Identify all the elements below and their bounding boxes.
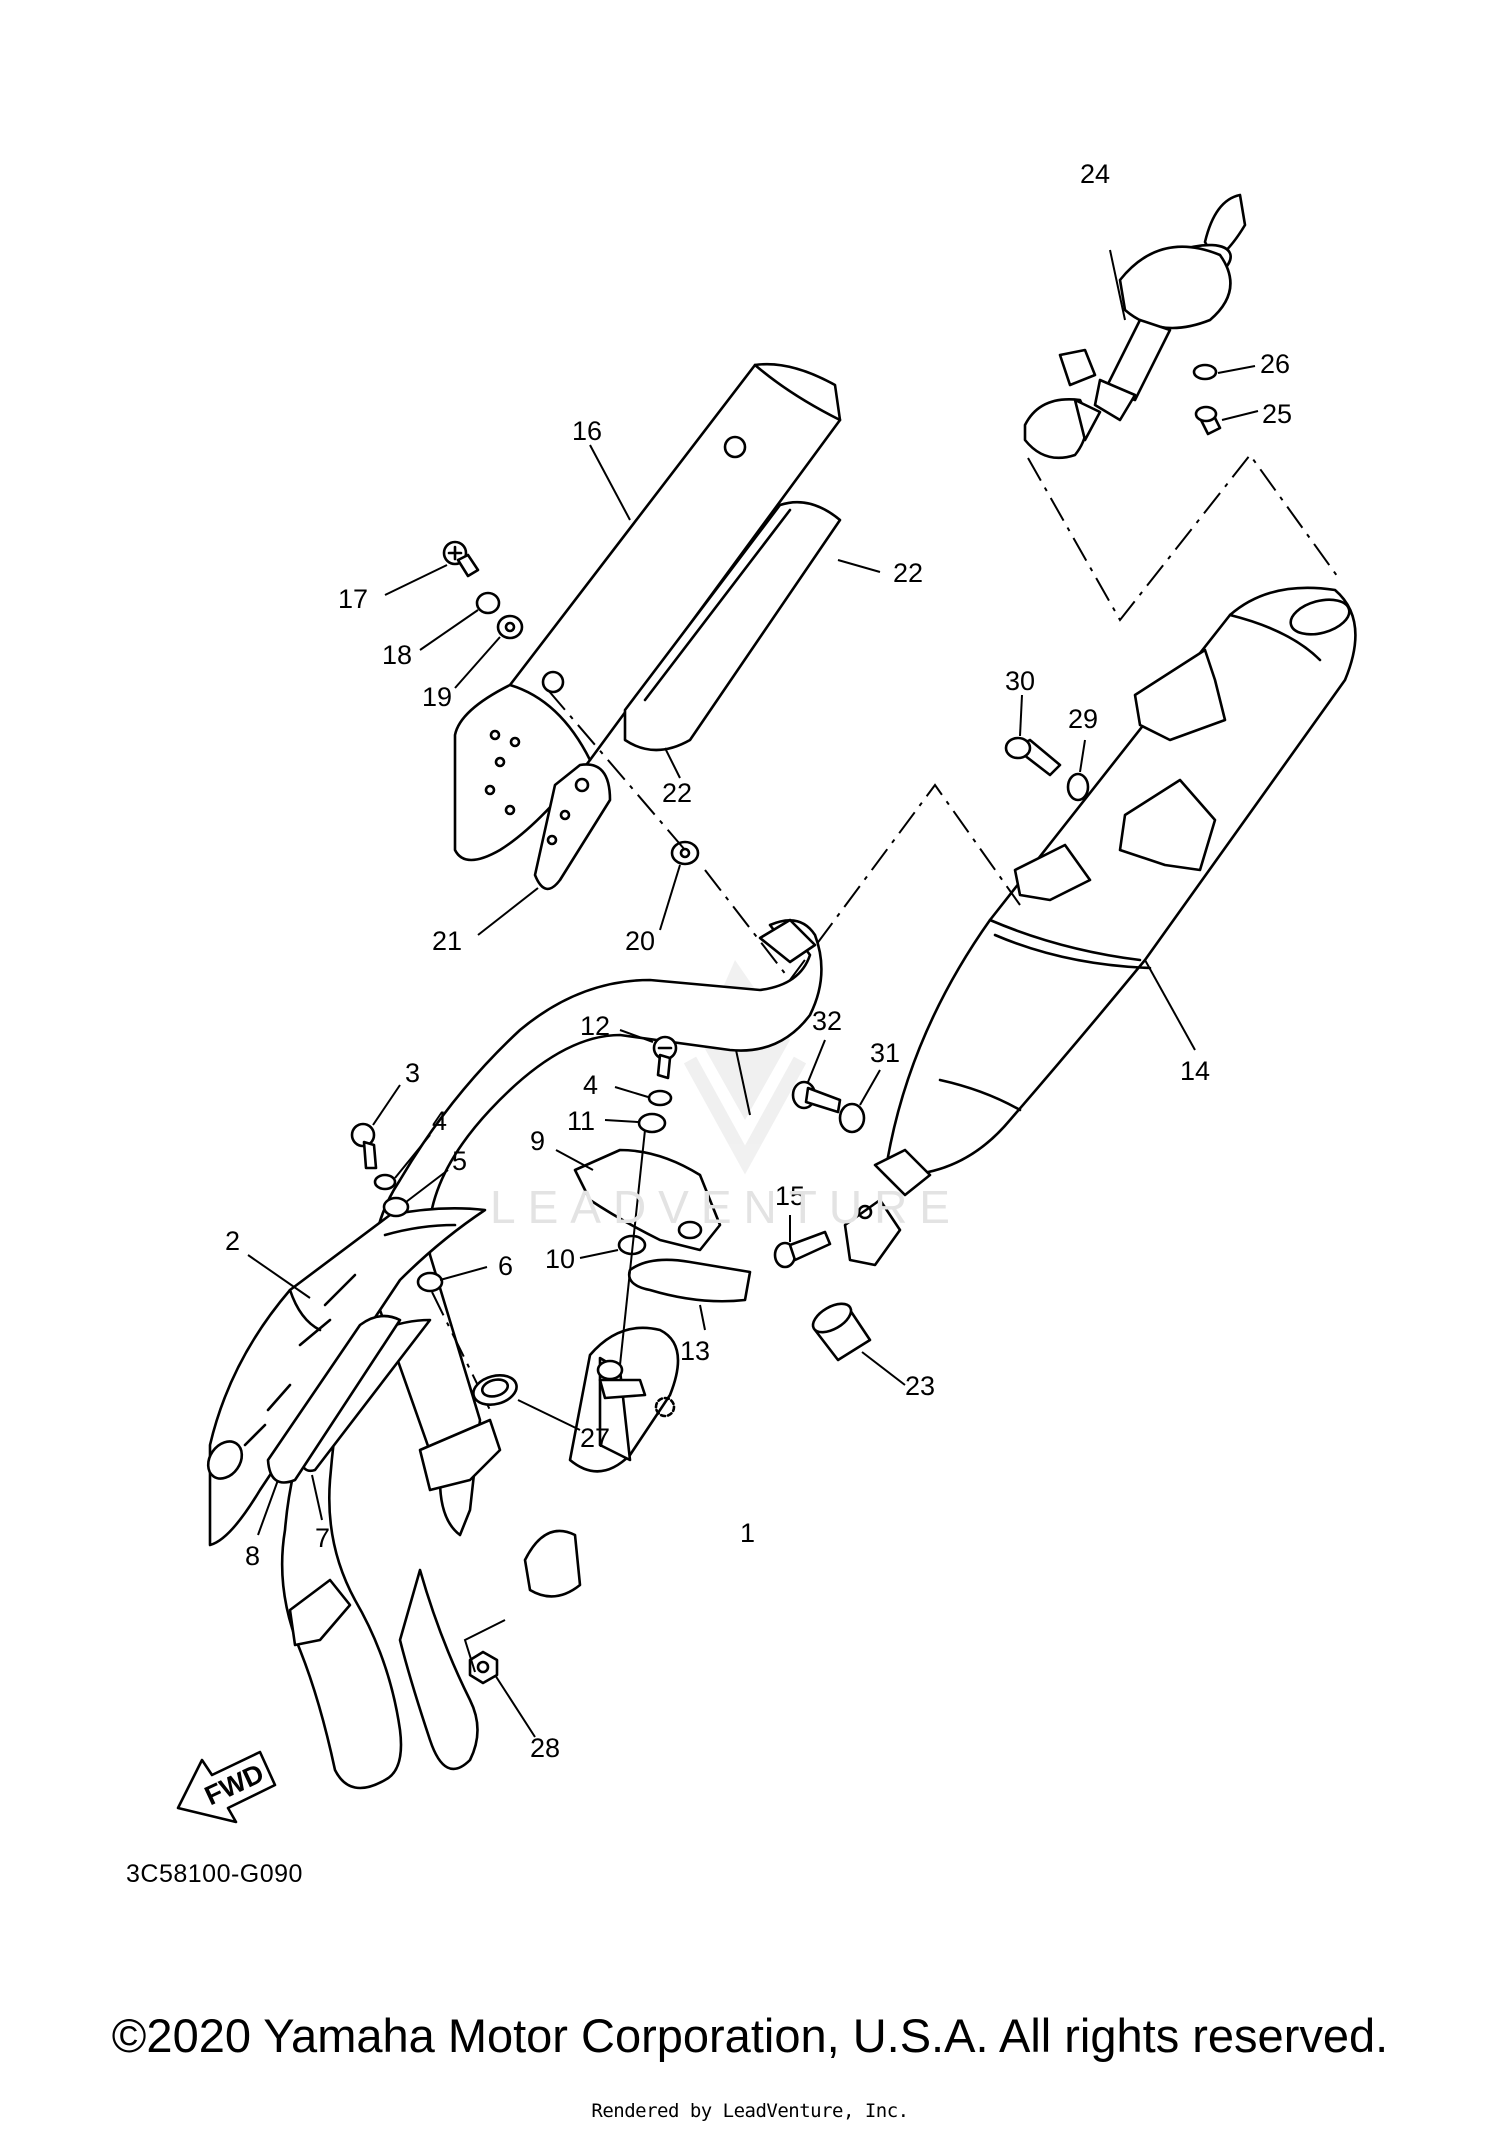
part-26-washer[interactable] <box>1192 363 1218 381</box>
callout-14: 14 <box>1180 1056 1210 1086</box>
callout-18: 18 <box>382 640 412 670</box>
callout-2: 2 <box>225 1226 240 1256</box>
part-5-collar[interactable] <box>382 1196 410 1218</box>
part-23-gasket[interactable] <box>808 1298 872 1362</box>
diagram-code: 3C58100-G090 <box>126 1860 303 1888</box>
callout-3: 3 <box>405 1058 420 1088</box>
watermark-text: LEADVENTURE <box>490 1181 962 1233</box>
copyright-notice: ©2020 Yamaha Motor Corporation, U.S.A. A… <box>111 2009 1389 2062</box>
callout-19: 19 <box>422 682 452 712</box>
callout-32: 32 <box>812 1006 842 1036</box>
part-20-grommet[interactable] <box>670 840 700 866</box>
callout-26: 26 <box>1260 349 1290 379</box>
callout-8: 8 <box>245 1541 260 1571</box>
callout-22b: 22 <box>662 778 692 808</box>
callout-21: 21 <box>432 926 462 956</box>
part-30-bolt[interactable] <box>1004 736 1062 777</box>
callout-13: 13 <box>680 1336 710 1366</box>
callout-7: 7 <box>315 1523 330 1553</box>
part-21-heat-protector-bracket[interactable] <box>533 763 612 891</box>
part-25-screw[interactable] <box>1194 405 1222 436</box>
callout-6: 6 <box>498 1251 513 1281</box>
callout-labels: 1 2 3 4 4 5 6 7 8 9 10 11 12 13 14 15 16… <box>200 159 1292 1811</box>
callout-12: 12 <box>580 1011 610 1041</box>
callout-20: 20 <box>625 926 655 956</box>
part-9-heat-protector[interactable] <box>573 1148 722 1252</box>
part-4-washer[interactable] <box>647 1089 673 1107</box>
part-18-washer[interactable] <box>475 591 501 615</box>
part-32-bolt[interactable] <box>791 1080 842 1114</box>
part-31-washer[interactable] <box>838 1102 866 1134</box>
callout-1: 1 <box>740 1518 755 1548</box>
part-15-clamp[interactable] <box>843 1198 902 1267</box>
rendered-by-notice: Rendered by LeadVenture, Inc. <box>591 2100 909 2122</box>
callout-10: 10 <box>545 1244 575 1274</box>
callout-4a: 4 <box>432 1106 447 1136</box>
callout-15: 15 <box>775 1181 805 1211</box>
part-17-screw[interactable] <box>442 540 480 578</box>
callout-9: 9 <box>530 1126 545 1156</box>
callout-29: 29 <box>1068 704 1098 734</box>
callout-23: 23 <box>905 1371 935 1401</box>
callout-24: 24 <box>1080 159 1110 189</box>
callout-5: 5 <box>452 1146 467 1176</box>
part-16-heat-protector[interactable] <box>453 362 842 862</box>
part-14-muffler[interactable] <box>873 586 1357 1197</box>
callout-11: 11 <box>567 1106 595 1136</box>
callout-4b: 4 <box>583 1070 598 1100</box>
part-4-washer[interactable] <box>373 1173 397 1191</box>
part-13-heat-protector-pad[interactable] <box>627 1258 752 1303</box>
callout-31: 31 <box>870 1038 900 1068</box>
part-3-screw[interactable] <box>350 1122 378 1170</box>
part-12-screw[interactable] <box>652 1035 678 1080</box>
part-6-grommet[interactable] <box>416 1271 444 1293</box>
callout-22a: 22 <box>893 558 923 588</box>
part-11-collar[interactable] <box>637 1112 667 1134</box>
part-29-washer[interactable] <box>1066 772 1090 802</box>
part-24-spark-arrester[interactable] <box>1023 193 1247 460</box>
callout-25: 25 <box>1262 399 1292 429</box>
callout-27: 27 <box>580 1423 610 1453</box>
part-27-gasket[interactable] <box>470 1371 520 1409</box>
part-28-nut[interactable] <box>468 1650 499 1685</box>
callout-30: 30 <box>1005 666 1035 696</box>
part-15-bolt[interactable] <box>773 1230 832 1269</box>
fwd-direction-arrow <box>176 1750 277 1824</box>
callout-28: 28 <box>530 1733 560 1763</box>
callout-17: 17 <box>338 584 368 614</box>
part-19-collar[interactable] <box>496 614 524 640</box>
part-8-heat-protector-damper[interactable] <box>266 1314 402 1484</box>
callout-16: 16 <box>572 416 602 446</box>
part-22-heat-protector-pad[interactable] <box>623 500 842 752</box>
